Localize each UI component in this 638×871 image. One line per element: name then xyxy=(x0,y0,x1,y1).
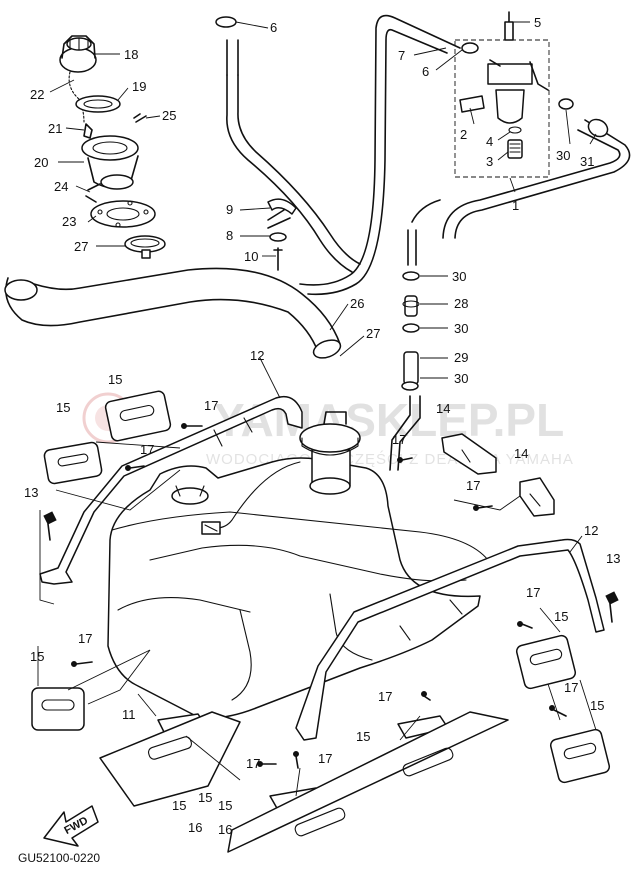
callout-12: 12 xyxy=(584,523,598,538)
callout-2: 2 xyxy=(460,127,467,142)
callout-20: 20 xyxy=(34,155,48,170)
callout-6: 6 xyxy=(422,64,429,79)
callout-30: 30 xyxy=(454,371,468,386)
callout-10: 10 xyxy=(244,249,258,264)
fasteners xyxy=(43,423,619,769)
callout-17: 17 xyxy=(564,680,578,695)
callout-15: 15 xyxy=(218,798,232,813)
callout-14: 14 xyxy=(436,401,450,416)
callout-17: 17 xyxy=(392,432,406,447)
callout-18: 18 xyxy=(124,47,138,62)
callout-15: 15 xyxy=(356,729,370,744)
callout-21: 21 xyxy=(48,121,62,136)
diagram-code: GU52100-0220 xyxy=(18,851,100,865)
callout-17: 17 xyxy=(526,585,540,600)
callout-15: 15 xyxy=(172,798,186,813)
callout-17: 17 xyxy=(466,478,480,493)
callout-15: 15 xyxy=(30,649,44,664)
callout-15: 15 xyxy=(198,790,212,805)
callout-24: 24 xyxy=(54,179,68,194)
callout-30: 30 xyxy=(556,148,570,163)
callout-13: 13 xyxy=(606,551,620,566)
callout-14: 14 xyxy=(514,446,528,461)
fuel-hoses xyxy=(4,14,631,471)
callout-26: 26 xyxy=(350,296,364,311)
vent-valve-parts xyxy=(401,271,420,391)
callout-15: 15 xyxy=(108,372,122,387)
callout-17: 17 xyxy=(378,689,392,704)
callout-31: 31 xyxy=(580,154,594,169)
callout-23: 23 xyxy=(62,214,76,229)
callout-15: 15 xyxy=(590,698,604,713)
callout-12: 12 xyxy=(250,348,264,363)
callout-15: 15 xyxy=(554,609,568,624)
callout-16: 16 xyxy=(188,820,202,835)
callout-11: 11 xyxy=(122,707,136,722)
callout-4: 4 xyxy=(486,134,493,149)
callout-15: 15 xyxy=(56,400,70,415)
callout-13: 13 xyxy=(24,485,38,500)
callout-19: 19 xyxy=(132,79,146,94)
callout-27: 27 xyxy=(366,326,380,341)
callout-3: 3 xyxy=(486,154,493,169)
callout-5: 5 xyxy=(534,15,541,30)
callout-9: 9 xyxy=(226,202,233,217)
callout-17: 17 xyxy=(78,631,92,646)
tank-straps xyxy=(39,395,605,741)
callout-16: 16 xyxy=(218,822,232,837)
base-plates xyxy=(99,711,509,853)
fwd-arrow: FWD xyxy=(43,805,99,847)
callout-7: 7 xyxy=(398,48,405,63)
callout-29: 29 xyxy=(454,350,468,365)
leader-lines xyxy=(49,21,597,717)
callout-8: 8 xyxy=(226,228,233,243)
callout-28: 28 xyxy=(454,296,468,311)
callout-27: 27 xyxy=(74,239,88,254)
callout-30: 30 xyxy=(454,321,468,336)
callout-6: 6 xyxy=(270,20,277,35)
fuel-tank xyxy=(107,411,489,719)
filler-cap-assembly xyxy=(59,35,166,259)
rubber-pads xyxy=(31,390,611,811)
callout-17: 17 xyxy=(318,751,332,766)
callout-17: 17 xyxy=(204,398,218,413)
callout-labels: 6 5 7 6 18 22 19 25 21 20 24 23 27 2 4 3… xyxy=(24,15,620,837)
callout-30: 30 xyxy=(452,269,466,284)
alignment-lines xyxy=(37,441,597,797)
stopper-blocks xyxy=(441,433,555,517)
callout-1: 1 xyxy=(512,198,519,213)
hose-bracket-assembly xyxy=(267,198,297,271)
callout-22: 22 xyxy=(30,87,44,102)
callout-25: 25 xyxy=(162,108,176,123)
callout-17: 17 xyxy=(246,756,260,771)
fuel-filter-assembly xyxy=(215,11,609,178)
callout-17: 17 xyxy=(140,442,154,457)
